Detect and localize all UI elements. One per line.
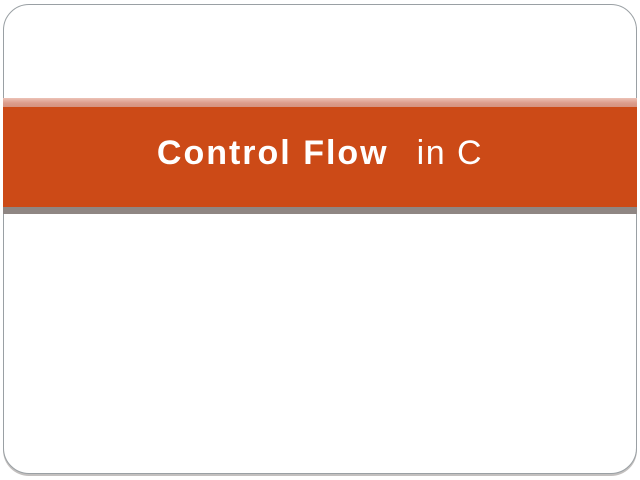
slide-title: Control Flow in C [157,134,483,173]
slide: Control Flow in C [3,4,637,474]
banner-bottom-stripe [3,207,637,214]
banner-band: Control Flow in C [3,107,637,207]
slide-title-main: Control Flow [156,134,389,173]
slide-title-suffix: in C [416,134,484,173]
banner-top-stripe [3,98,637,107]
title-banner: Control Flow in C [3,98,637,214]
